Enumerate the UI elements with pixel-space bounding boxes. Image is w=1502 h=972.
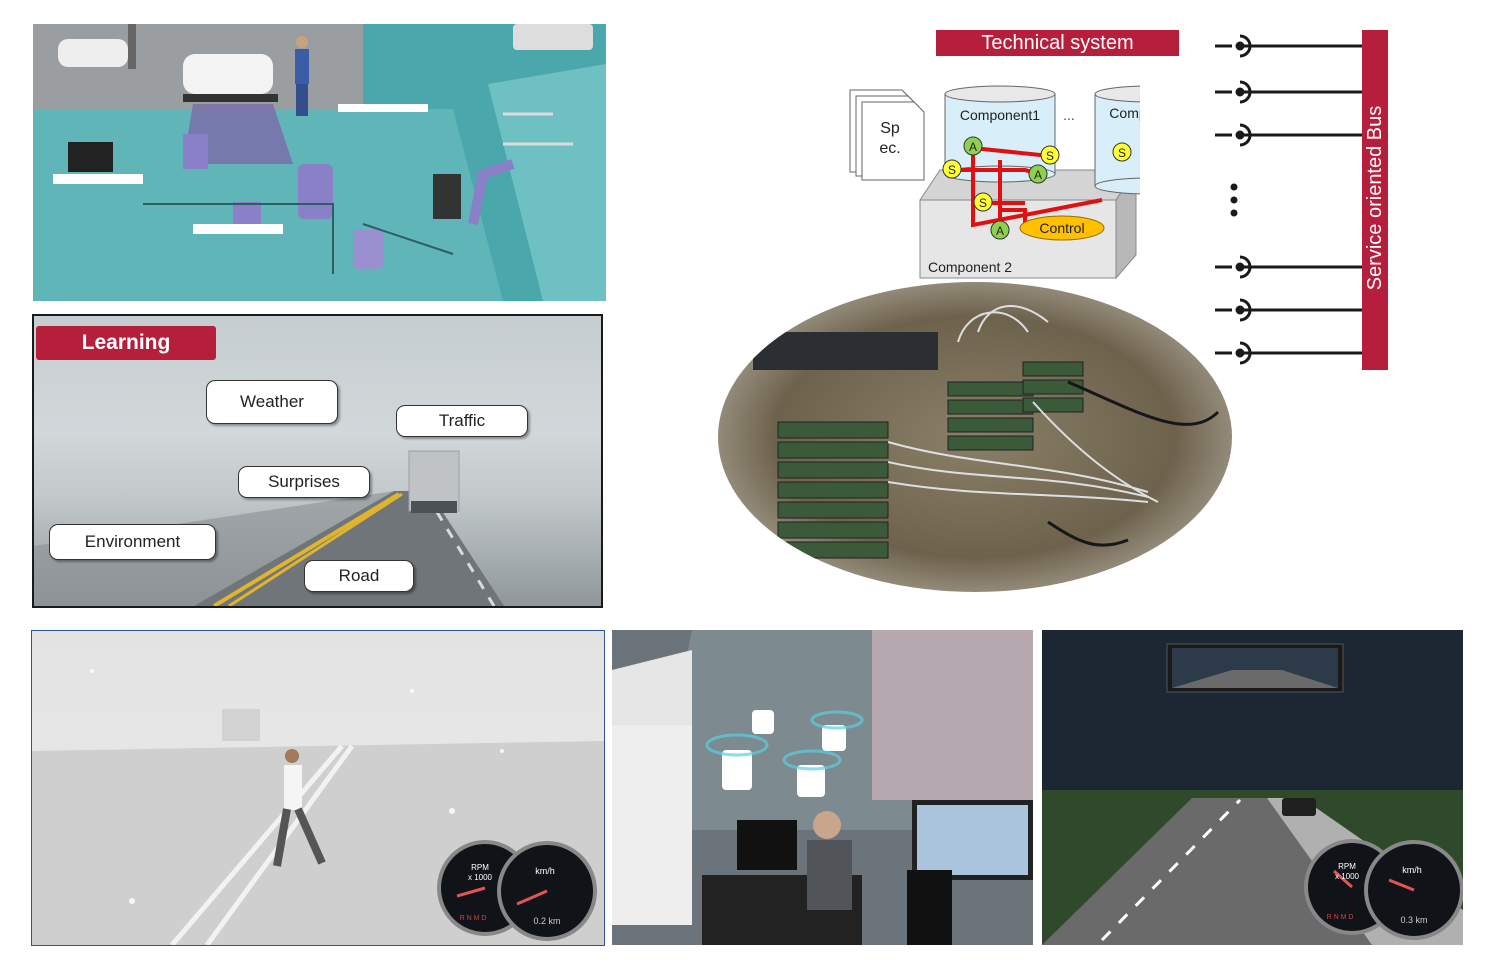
component-i-cylinder: Component i <box>1094 85 1140 195</box>
factory-illustration <box>33 24 606 301</box>
port-s-icon: S <box>973 192 993 212</box>
connector-icon <box>1215 298 1365 322</box>
svg-text:A: A <box>1034 168 1042 182</box>
connector-icon <box>1215 80 1365 104</box>
tag-environment: Environment <box>49 524 216 560</box>
connector-icon <box>1215 255 1365 279</box>
port-s-icon: S <box>1112 142 1132 162</box>
pedestrian-simulation: RPM x 1000 km/h R N M D 0.2 km <box>31 630 605 946</box>
bus-connectors <box>1215 34 1365 365</box>
svg-text:S: S <box>1046 149 1054 163</box>
learning-panel: Learning Weather Traffic Surprises Envir… <box>32 314 603 608</box>
service-bus-label: Service oriented Bus <box>1364 105 1386 291</box>
learning-header: Learning <box>36 326 216 360</box>
driving-simulator-lab-photo <box>612 630 1033 945</box>
speed-unit: km/h <box>535 866 555 876</box>
spec-text-line1: Sp <box>880 120 900 137</box>
tag-road: Road <box>304 560 414 592</box>
gear-indicator: R N M D <box>1327 914 1354 921</box>
component-2-label: Component 2 <box>928 259 1012 275</box>
odometer: 0.2 km <box>533 916 560 926</box>
tag-traffic: Traffic <box>396 405 528 437</box>
svg-text:S: S <box>979 196 987 210</box>
components-ellipsis: ... <box>1063 107 1075 123</box>
rpm-unit: x 1000 <box>468 873 493 882</box>
port-s-icon: S <box>1040 145 1060 165</box>
svg-text:A: A <box>996 224 1004 238</box>
gear-indicator: R N M D <box>460 915 487 922</box>
odometer: 0.3 km <box>1400 915 1427 925</box>
port-a-icon: A <box>990 220 1010 240</box>
speed-unit: km/h <box>1402 865 1422 875</box>
tag-surprises: Surprises <box>238 466 370 498</box>
dashboard-gauges-night: RPM x 1000 km/h R N M D 0.3 km <box>1304 839 1463 940</box>
connector-icon <box>1215 34 1365 58</box>
technical-system-title: Technical system <box>936 30 1179 56</box>
spec-text-line2: ec. <box>879 140 900 157</box>
rpm-unit: x 1000 <box>1335 872 1360 881</box>
hardware-cluster-photo <box>718 282 1232 592</box>
port-s-icon: S <box>942 159 962 179</box>
connector-icon <box>1215 123 1365 147</box>
svg-text:S: S <box>1118 146 1126 160</box>
component-1-label: Component1 <box>960 107 1040 123</box>
dashboard-gauges: RPM x 1000 km/h R N M D 0.2 km <box>437 840 597 941</box>
night-driving-simulation: RPM x 1000 km/h R N M D 0.3 km <box>1042 630 1463 945</box>
rpm-label: RPM <box>471 863 489 872</box>
technical-system-diagram: Sp ec. Component 2 Component1 ... Compon… <box>849 85 1140 280</box>
control-oval <box>1019 215 1105 241</box>
spec-documents: Sp ec. <box>849 89 925 181</box>
rpm-label: RPM <box>1338 862 1356 871</box>
control-label: Control <box>1039 220 1084 236</box>
service-bus-bar <box>1362 30 1388 370</box>
vertical-ellipsis-icon <box>1230 183 1238 217</box>
svg-text:S: S <box>948 163 956 177</box>
port-a-icon: A <box>1028 164 1048 184</box>
tag-weather: Weather <box>206 380 338 424</box>
component-i-label: Component i <box>1109 105 1140 121</box>
port-a-icon: A <box>963 136 983 156</box>
svg-text:A: A <box>969 140 977 154</box>
connector-icon <box>1215 341 1365 365</box>
